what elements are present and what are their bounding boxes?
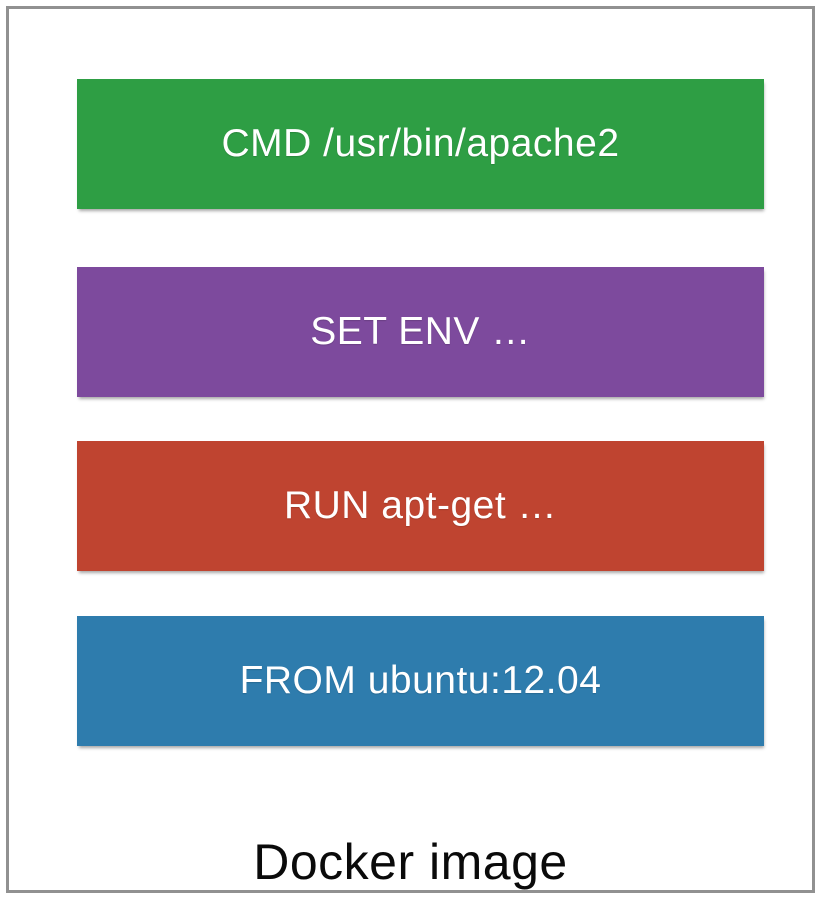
layer-cmd-label: CMD /usr/bin/apache2 — [221, 122, 620, 165]
layer-run-apt-get-label: RUN apt-get … — [283, 484, 558, 527]
diagram-caption: Docker image — [9, 831, 812, 893]
diagram-caption-text: Docker image — [253, 834, 568, 890]
layer-set-env-label: SET ENV … — [310, 310, 531, 353]
diagram-frame: CMD /usr/bin/apache2 SET ENV … RUN apt-g… — [6, 6, 815, 893]
layer-from-ubuntu: FROM ubuntu:12.04 — [77, 616, 764, 746]
layer-cmd: CMD /usr/bin/apache2 — [77, 79, 764, 209]
layer-from-ubuntu-label: FROM ubuntu:12.04 — [239, 659, 602, 702]
layer-run-apt-get: RUN apt-get … — [77, 441, 764, 571]
layer-set-env: SET ENV … — [77, 267, 764, 397]
